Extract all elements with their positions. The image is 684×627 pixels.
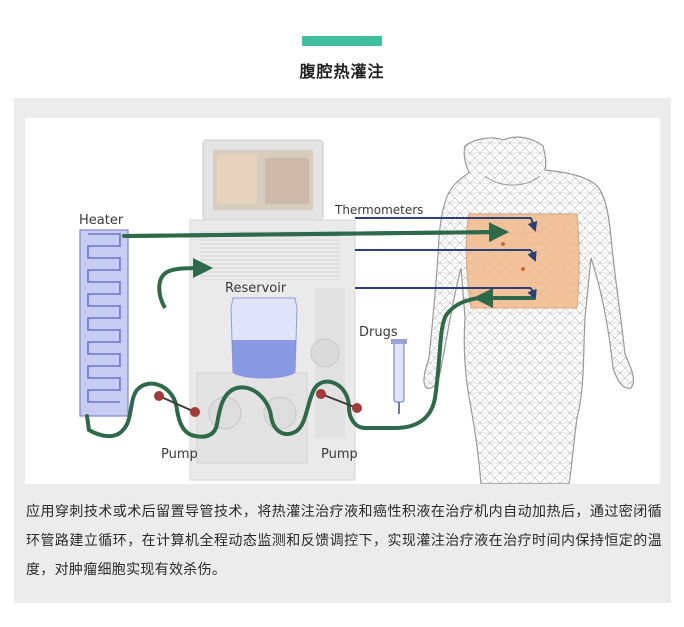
intestine-nodule (521, 267, 525, 271)
figure-caption: 应用穿刺技术或术后留置导管技术，将热灌注治疗液和癌性积液在治疗机内自动加热后，通… (26, 504, 662, 578)
pump-left-label: Pump (161, 447, 198, 462)
thermometer-lines (355, 217, 538, 300)
abdominal-cavity (465, 213, 580, 309)
heater-label: Heater (79, 213, 124, 228)
reservoir-label: Reservoir (225, 281, 287, 296)
diagram-svg: Heater Thermometers Reservoir Drugs Pump… (79, 136, 635, 484)
heater (79, 229, 129, 417)
pump-right (316, 389, 362, 413)
human-body-figure (423, 136, 635, 484)
pump-left (154, 391, 200, 417)
thermometers-label: Thermometers (334, 203, 423, 217)
reservoir-loop-arrow (157, 258, 213, 309)
heater-to-abdomen-arrow (123, 222, 509, 243)
page-title: 腹腔热灌注 (299, 62, 385, 81)
hyperthermia-diagram: Heater Thermometers Reservoir Drugs Pump… (25, 118, 660, 484)
title-accent-bar (302, 36, 382, 46)
drug-syringe (391, 339, 407, 414)
intestine-nodule (501, 242, 505, 246)
pump-right-label: Pump (321, 447, 358, 462)
drugs-label: Drugs (359, 325, 398, 340)
reservoir-bag (230, 297, 298, 379)
